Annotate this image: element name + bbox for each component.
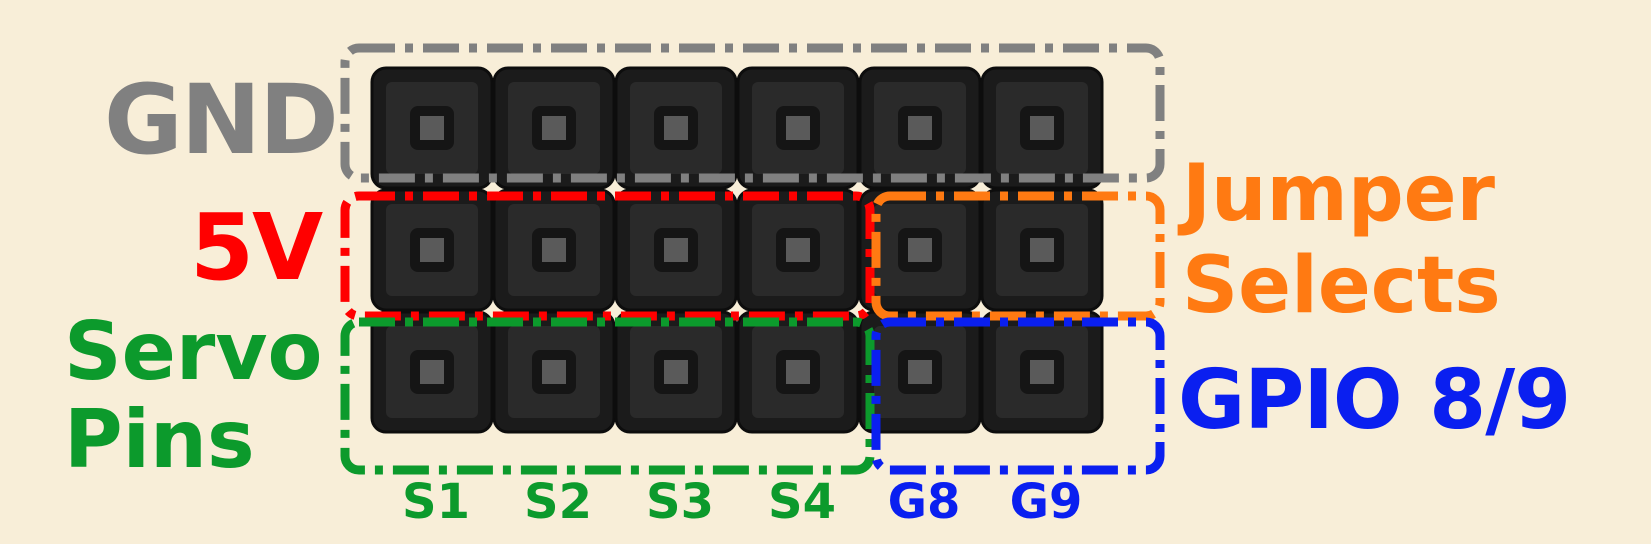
gnd-label: GND (104, 64, 339, 176)
pin-grid (370, 66, 1104, 434)
pin-signal-5 (858, 310, 982, 434)
pin-gnd-5 (858, 66, 982, 190)
gpio-label: GPIO 8/9 (1178, 353, 1571, 448)
pin-signal-2 (492, 310, 616, 434)
pin-label-s3: S3 (646, 474, 714, 530)
pin-gnd-3 (614, 66, 738, 190)
pin-five-v-6 (980, 188, 1104, 312)
gpio-outline (871, 317, 1165, 475)
pin-label-s1: S1 (402, 474, 470, 530)
pin-signal-4 (736, 310, 860, 434)
servo-label-line2: Pins (64, 393, 255, 486)
pin-label-g9: G9 (1009, 474, 1083, 530)
pin-signal-1 (370, 310, 494, 434)
pin-five-v-4 (736, 188, 860, 312)
jumper-label-line1: Jumper (1182, 149, 1496, 239)
pin-gnd-1 (370, 66, 494, 190)
pin-signal-6 (980, 310, 1104, 434)
five-v-label: 5V (190, 194, 323, 301)
pin-five-v-5 (858, 188, 982, 312)
servo-pins-label: Servo Pins (64, 308, 322, 484)
pin-five-v-1 (370, 188, 494, 312)
jumper-selects-label: Jumper Selects (1182, 148, 1501, 332)
pin-label-g8: G8 (887, 474, 961, 530)
pin-label-s4: S4 (768, 474, 836, 530)
pin-gnd-6 (980, 66, 1104, 190)
gnd-row-outline (340, 43, 1165, 183)
pin-signal-3 (614, 310, 738, 434)
five-v-row-outline (340, 191, 875, 321)
servo-label-line1: Servo (64, 305, 323, 398)
pin-five-v-2 (492, 188, 616, 312)
jumper-label-line2: Selects (1182, 241, 1501, 331)
jumper-selects-outline (871, 191, 1165, 321)
pin-label-s2: S2 (524, 474, 592, 530)
pin-gnd-4 (736, 66, 860, 190)
pin-five-v-3 (614, 188, 738, 312)
pin-gnd-2 (492, 66, 616, 190)
servo-pins-outline (340, 317, 875, 475)
